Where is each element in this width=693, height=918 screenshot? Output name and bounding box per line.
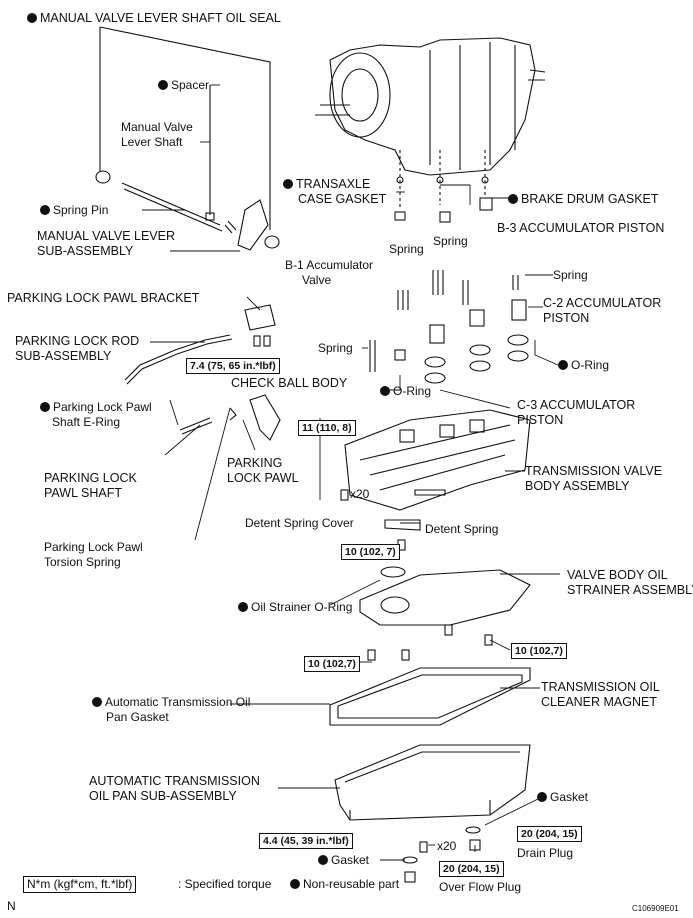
label-detent-spring-cover: Detent Spring Cover (245, 516, 354, 530)
label-spring-d: Spring (318, 341, 353, 355)
oil-strainer-drawing (359, 566, 531, 626)
label-gasket-right: Gasket (537, 790, 588, 805)
label-brake-drum-gasket: BRAKE DRUM GASKET (508, 192, 659, 207)
label-spring-a: Spring (389, 242, 424, 256)
non-reusable-dot-icon (238, 602, 248, 612)
torque-20-b: 20 (204, 15) (439, 861, 504, 877)
valve-body-drawing (344, 409, 531, 531)
torque-20-a: 20 (204, 15) (517, 826, 582, 842)
non-reusable-dot-icon (537, 792, 547, 802)
non-reusable-dot-icon (290, 879, 300, 889)
non-reusable-dot-icon (92, 697, 102, 707)
manual-valve-shaft-drawing (95, 26, 280, 251)
quantity-x20-valve-body: x20 (350, 487, 370, 501)
label-gasket-left: Gasket (318, 853, 369, 868)
label-detent-spring: Detent Spring (425, 522, 499, 536)
label-drain-plug: Drain Plug (517, 846, 574, 860)
label-o-ring-left: O-Ring (380, 384, 431, 399)
label-parking-lock-pawl-bracket: PARKING LOCK PAWL BRACKET (7, 291, 200, 305)
non-reusable-dot-icon (158, 80, 168, 90)
non-reusable-dot-icon (380, 386, 390, 396)
non-reusable-dot-icon (27, 13, 37, 23)
torque-10-a: 10 (102, 7) (341, 544, 400, 560)
non-reusable-dot-icon (558, 360, 568, 370)
non-reusable-dot-icon (508, 194, 518, 204)
label-o-ring-right: O-Ring (558, 358, 609, 373)
torque-10-c: 10 (102,7) (511, 643, 567, 659)
label-spring-c: Spring (553, 268, 588, 282)
label-check-ball-body: CHECK BALL BODY (231, 376, 348, 390)
label-b3-accumulator-piston: B-3 ACCUMULATOR PISTON (497, 221, 665, 235)
torque-4-4: 4.4 (45, 39 in.*lbf) (259, 833, 353, 849)
quantity-x20-oil-pan: x20 (437, 839, 457, 853)
non-reusable-dot-icon (40, 402, 50, 412)
figure-code: C106909E01 (632, 904, 679, 913)
legend-specified-torque: : Specified torque (178, 877, 272, 891)
legend-torque-unit-box: N*m (kgf*cm, ft.*lbf) (23, 876, 137, 893)
torque-11: 11 (110, 8) (298, 420, 356, 436)
label-spring-pin: Spring Pin (40, 203, 108, 218)
leader-lines (142, 84, 560, 861)
legend-non-reusable: Non-reusable part (290, 877, 399, 892)
oil-pan-drawing (334, 744, 531, 821)
label-oil-strainer-o-ring: Oil Strainer O-Ring (238, 600, 352, 615)
non-reusable-dot-icon (318, 855, 328, 865)
torque-10-b: 10 (102,7) (304, 656, 360, 672)
oil-pan-gasket-drawing (329, 667, 531, 726)
label-spring-b: Spring (433, 234, 468, 248)
label-manual-valve-lever-shaft-oil-seal: MANUAL VALVE LEVER SHAFT OIL SEAL (27, 11, 281, 26)
non-reusable-dot-icon (40, 205, 50, 215)
non-reusable-dot-icon (283, 179, 293, 189)
transmission-case-drawing (315, 37, 546, 210)
spring-piston-drawings (369, 197, 529, 384)
label-spacer: Spacer (158, 78, 209, 93)
torque-7-4: 7.4 (75, 65 in.*lbf) (186, 358, 280, 374)
label-over-flow-plug: Over Flow Plug (439, 880, 522, 894)
corner-letter: N (7, 899, 16, 913)
